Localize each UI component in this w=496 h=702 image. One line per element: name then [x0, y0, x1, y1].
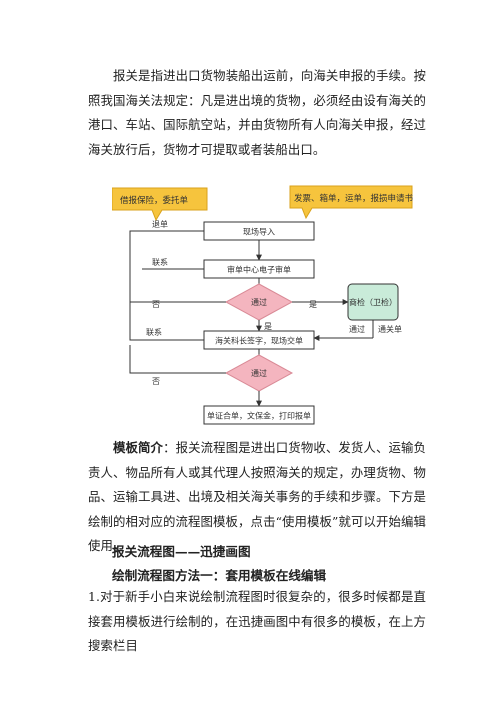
method-heading: 绘制流程图方法一：套用模板在线编辑	[112, 568, 327, 583]
box-final	[203, 405, 315, 425]
label-yes-2: 是	[264, 322, 272, 331]
decision-1-text: 通过	[251, 297, 267, 307]
label-contact-1: 联系	[152, 257, 168, 267]
decision-2-text: 通过	[251, 368, 267, 378]
template-intro-body: ：报关流程图是进出口货物收、发货人、运输负责人、物品所有人或其代理人按照海关的规…	[88, 440, 426, 554]
intro-paragraph: 报关是指进出口货物装船出运前，向海关申报的手续。按照我国海关法规定：凡是进出境的…	[88, 68, 426, 157]
note-left-callout: 借报保险，委托单	[111, 187, 208, 222]
template-intro-lead: 模板简介	[113, 440, 164, 455]
template-intro-paragraph: 模板简介：报关流程图是进出口货物收、发货人、运输负责人、物品所有人或其代理人按照…	[88, 436, 426, 559]
label-return: 退单	[152, 219, 168, 229]
label-clearance: 通关单	[378, 324, 402, 334]
box-import-text: 现场导入	[243, 228, 275, 237]
note-right-callout: 发票、箱单，运单，报损申请书	[289, 185, 414, 220]
flowchart-svg: 借报保险，委托单 发票、箱单，运单，报损申请书 现场导入 审单中心电子审单 通过…	[111, 185, 414, 425]
customs-flowchart: 借报保险，委托单 发票、箱单，运单，报损申请书 现场导入 审单中心电子审单 通过…	[111, 180, 422, 430]
box-signature-text: 海关科长签字，现场交单	[215, 336, 303, 346]
box-final-text: 单证合单，文保金，打印报单	[207, 411, 311, 421]
box-inspection-text: 商检（卫检）	[349, 297, 397, 307]
label-contact-2: 联系	[146, 327, 162, 337]
step-paragraph: 1.对于新手小白来说绘制流程图时很复杂的，很多时候都是直接套用模板进行绘制的，在…	[88, 589, 426, 654]
note-right-text: 发票、箱单，运单，报损申请书	[294, 193, 414, 204]
label-no-2: 否	[152, 377, 160, 386]
section-heading: 报关流程图——迅捷画图	[112, 544, 251, 559]
label-no-1: 否	[152, 300, 160, 309]
label-yes-1: 是	[309, 300, 317, 309]
note-left-text: 借报保险，委托单	[120, 195, 189, 206]
label-pass: 通过	[349, 324, 365, 334]
box-audit-text: 审单中心电子审单	[227, 265, 291, 275]
